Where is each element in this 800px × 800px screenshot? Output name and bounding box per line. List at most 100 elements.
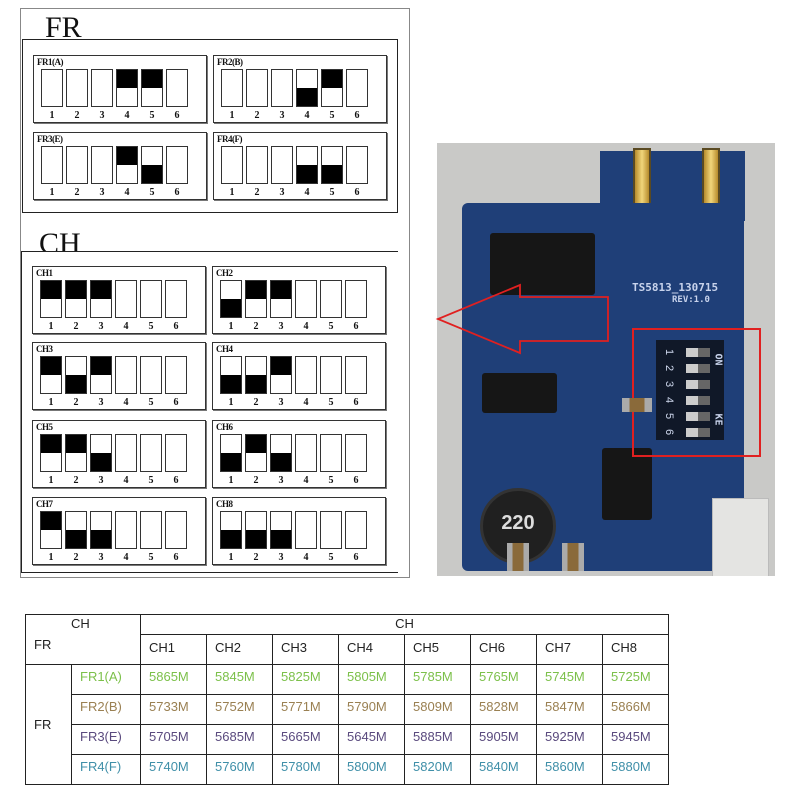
switch-knob-down (297, 165, 317, 183)
dip-on-label: ON (712, 353, 724, 366)
switch-knob-up (142, 70, 162, 88)
switch-number: 6 (173, 475, 179, 486)
switch-number: 5 (328, 475, 334, 486)
switch-2 (245, 280, 267, 318)
switch-number: 2 (254, 187, 260, 198)
dip-number: 4 (663, 396, 676, 404)
switch-number: 3 (98, 321, 104, 332)
dip-setting-label: CH5 (36, 422, 53, 432)
switch-number: 1 (48, 552, 54, 563)
channel-header: CH4 (338, 634, 405, 665)
switch-number: 2 (73, 552, 79, 563)
switch-row (220, 280, 367, 318)
frequency-cell: 5840M (470, 754, 537, 785)
switch-5 (321, 69, 343, 107)
switch-4 (116, 69, 138, 107)
switch-4 (115, 280, 137, 318)
switch-4 (295, 356, 317, 394)
switch-knob-down (91, 453, 111, 471)
dip-slot (686, 348, 710, 357)
board-label: TS5813_130715 (632, 281, 719, 294)
switch-6 (165, 280, 187, 318)
red-arrow-icon (435, 283, 609, 355)
switch-number: 3 (279, 187, 285, 198)
switch-number: 5 (149, 110, 155, 121)
switch-number: 3 (98, 552, 104, 563)
switch-number: 5 (148, 397, 154, 408)
switch-6 (345, 434, 367, 472)
switch-1 (41, 146, 63, 184)
switch-5 (321, 146, 343, 184)
dip-setting-label: CH3 (36, 344, 53, 354)
switch-number: 5 (328, 321, 334, 332)
switch-number: 5 (329, 110, 335, 121)
switch-knob-up (271, 357, 291, 375)
switch-number: 2 (253, 397, 259, 408)
switch-1 (40, 356, 62, 394)
switch-number: 6 (174, 187, 180, 198)
switch-number: 2 (253, 475, 259, 486)
switch-knob-down (221, 375, 241, 393)
switch-number: 4 (124, 187, 130, 198)
switch-3 (90, 356, 112, 394)
rev-label: REV:1.0 (672, 295, 710, 305)
switch-5 (320, 356, 342, 394)
switch-2 (65, 511, 87, 549)
switch-6 (165, 356, 187, 394)
switch-5 (320, 280, 342, 318)
switch-number: 1 (48, 321, 54, 332)
dip-setting-label: FR3(E) (37, 134, 63, 144)
fr-row-label: FR1(A) (71, 664, 141, 695)
switch-4 (296, 146, 318, 184)
switch-row (220, 511, 367, 549)
switch-1 (220, 356, 242, 394)
switch-1 (40, 511, 62, 549)
ic-chip (482, 373, 557, 413)
frequency-cell: 5771M (272, 694, 339, 725)
switch-knob-down (246, 375, 266, 393)
switch-number: 3 (99, 110, 105, 121)
switch-knob-up (91, 357, 111, 375)
fr-section-title: FR (45, 11, 82, 44)
dip-slot (686, 364, 710, 373)
switch-knob-up (41, 512, 61, 530)
switch-6 (166, 146, 188, 184)
switch-4 (295, 280, 317, 318)
switch-number: 2 (73, 475, 79, 486)
frequency-cell: 5828M (470, 694, 537, 725)
capacitor (562, 543, 584, 571)
switch-3 (270, 511, 292, 549)
switch-2 (245, 434, 267, 472)
fr-side-header: FR (25, 664, 72, 785)
switch-4 (115, 434, 137, 472)
switch-2 (245, 511, 267, 549)
switch-number: 2 (253, 552, 259, 563)
switch-6 (345, 356, 367, 394)
switch-number: 3 (279, 110, 285, 121)
switch-row (40, 434, 187, 472)
dip-setting-label: FR2(B) (217, 57, 243, 67)
dip-number: 3 (663, 380, 676, 388)
switch-number: 3 (98, 475, 104, 486)
dip-switch-component[interactable]: 1 2 3 4 5 6 ON KE (656, 340, 724, 440)
switch-3 (270, 434, 292, 472)
frequency-cell: 5847M (536, 694, 603, 725)
switch-number: 4 (123, 475, 129, 486)
switch-number: 4 (303, 397, 309, 408)
switch-6 (165, 434, 187, 472)
switch-3 (90, 280, 112, 318)
switch-6 (346, 69, 368, 107)
switch-2 (66, 146, 88, 184)
switch-number: 4 (124, 110, 130, 121)
frequency-cell: 5820M (404, 754, 471, 785)
